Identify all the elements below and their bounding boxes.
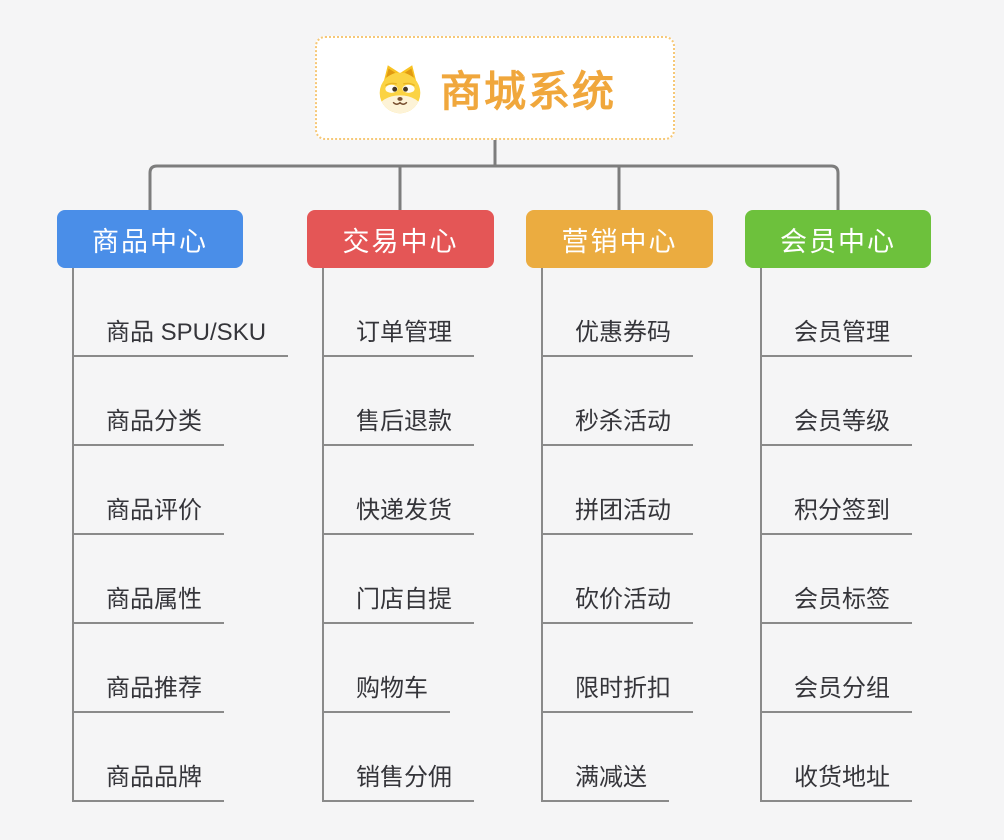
leaf-node[interactable]: 会员管理 <box>760 312 912 357</box>
leaf-node[interactable]: 购物车 <box>322 668 450 713</box>
leaf-node[interactable]: 限时折扣 <box>541 668 693 713</box>
leaf-node[interactable]: 秒杀活动 <box>541 401 693 446</box>
leaf-node[interactable]: 商品属性 <box>72 579 224 624</box>
branch-children-product-center: 商品 SPU/SKU 商品分类 商品评价 商品属性 商品推荐 商品品牌 <box>72 268 289 802</box>
leaf-node[interactable]: 商品品牌 <box>72 757 224 802</box>
leaf-node[interactable]: 积分签到 <box>760 490 912 535</box>
branch-label: 交易中心 <box>342 226 459 257</box>
branch-vertical-line <box>72 268 74 801</box>
root-title: 商城系统 <box>439 67 616 115</box>
leaf-node[interactable]: 满减送 <box>541 757 669 802</box>
branch-children-marketing-center: 优惠券码 秒杀活动 拼团活动 砍价活动 限时折扣 满减送 <box>541 268 693 802</box>
branch-node-product-center[interactable]: 商品中心 <box>57 210 243 268</box>
branch-vertical-line <box>322 268 324 801</box>
leaf-node[interactable]: 会员分组 <box>760 668 912 713</box>
bus-line <box>148 164 840 210</box>
leaf-node[interactable]: 收货地址 <box>760 757 912 802</box>
branch-vertical-line <box>760 268 762 801</box>
branch-node-trade-center[interactable]: 交易中心 <box>307 210 494 268</box>
leaf-node[interactable]: 销售分佣 <box>322 757 474 802</box>
leaf-node[interactable]: 商品评价 <box>72 490 224 535</box>
leaf-node[interactable]: 快递发货 <box>322 490 474 535</box>
branch-label: 营销中心 <box>561 226 678 257</box>
branch-node-member-center[interactable]: 会员中心 <box>745 210 931 268</box>
leaf-node[interactable]: 优惠券码 <box>541 312 693 357</box>
leaf-node[interactable]: 会员标签 <box>760 579 912 624</box>
doge-icon <box>379 65 421 114</box>
leaf-node[interactable]: 售后退款 <box>322 401 474 446</box>
leaf-node[interactable]: 商品分类 <box>72 401 224 446</box>
branch-node-marketing-center[interactable]: 营销中心 <box>526 210 713 268</box>
branch-label: 会员中心 <box>780 226 896 257</box>
leaf-node[interactable]: 门店自提 <box>322 579 474 624</box>
branch-label: 商品中心 <box>92 226 208 257</box>
leaf-node[interactable]: 商品推荐 <box>72 668 224 713</box>
branch-vertical-line <box>541 268 543 801</box>
leaf-node[interactable]: 商品 SPU/SKU <box>72 312 289 357</box>
leaf-node[interactable]: 拼团活动 <box>541 490 693 535</box>
branch-children-member-center: 会员管理 会员等级 积分签到 会员标签 会员分组 收货地址 <box>760 268 912 802</box>
branch-children-trade-center: 订单管理 售后退款 快递发货 门店自提 购物车 销售分佣 <box>322 268 474 802</box>
root-node[interactable]: 商城系统 <box>315 36 675 140</box>
leaf-node[interactable]: 订单管理 <box>322 312 474 357</box>
leaf-node[interactable]: 砍价活动 <box>541 579 693 624</box>
leaf-node[interactable]: 会员等级 <box>760 401 912 446</box>
